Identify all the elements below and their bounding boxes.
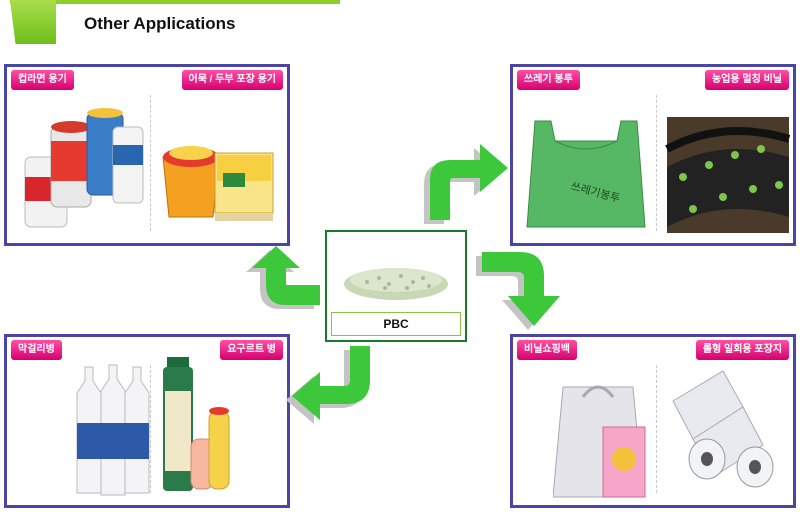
panel-label: 요구르트 병 [220, 340, 283, 360]
panel-label: 농업용 멀칭 비닐 [705, 70, 789, 90]
yogurt-bottles-photo [163, 357, 230, 491]
panel-top-left: 컵라면 용기 어묵 / 두부 포장 용기 [4, 64, 290, 246]
pbc-label: PBC [331, 312, 461, 336]
garbage-bag-photo: 쓰레기봉투 [526, 120, 646, 228]
pbc-pellets-image [344, 268, 448, 300]
mulching-film-photo [665, 117, 791, 233]
panel-label: 롤형 일회용 포장지 [695, 340, 789, 360]
panel-label: 막걸리병 [11, 340, 62, 360]
panel-divider [150, 95, 151, 231]
page-title: Other Applications [84, 14, 236, 33]
roll-wrap-photo [672, 370, 774, 488]
arrow-to-bottom-right [476, 252, 560, 330]
arrow-to-bottom-left [286, 346, 370, 424]
header-tab [10, 0, 340, 48]
arrow-to-top-left [246, 246, 320, 309]
panel-label: 어묵 / 두부 포장 용기 [181, 70, 283, 90]
arrow-to-top-right [424, 144, 508, 224]
panel-bottom-right: 비닐쇼핑백 롤형 일회용 포장지 [510, 334, 796, 508]
panel-divider [656, 95, 657, 231]
panel-label: 비닐쇼핑백 [517, 340, 577, 360]
panel-divider [656, 365, 657, 493]
panel-top-right: 쓰레기 봉투 농업용 멀칭 비닐 쓰레기봉투 [510, 64, 796, 246]
header-accent [10, 0, 56, 44]
panel-divider [150, 365, 151, 493]
panel-label: 쓰레기 봉투 [517, 70, 580, 90]
shopping-bag-photo [553, 385, 646, 498]
panel-label: 컵라면 용기 [11, 70, 74, 90]
panel-bottom-left: 막걸리병 요구르트 병 [4, 334, 290, 508]
pbc-center-box: PBC [325, 230, 467, 342]
cup-noodle-photo [24, 108, 144, 228]
packaging-containers-photo [162, 146, 274, 221]
makgeolli-bottles-photo [76, 364, 150, 496]
